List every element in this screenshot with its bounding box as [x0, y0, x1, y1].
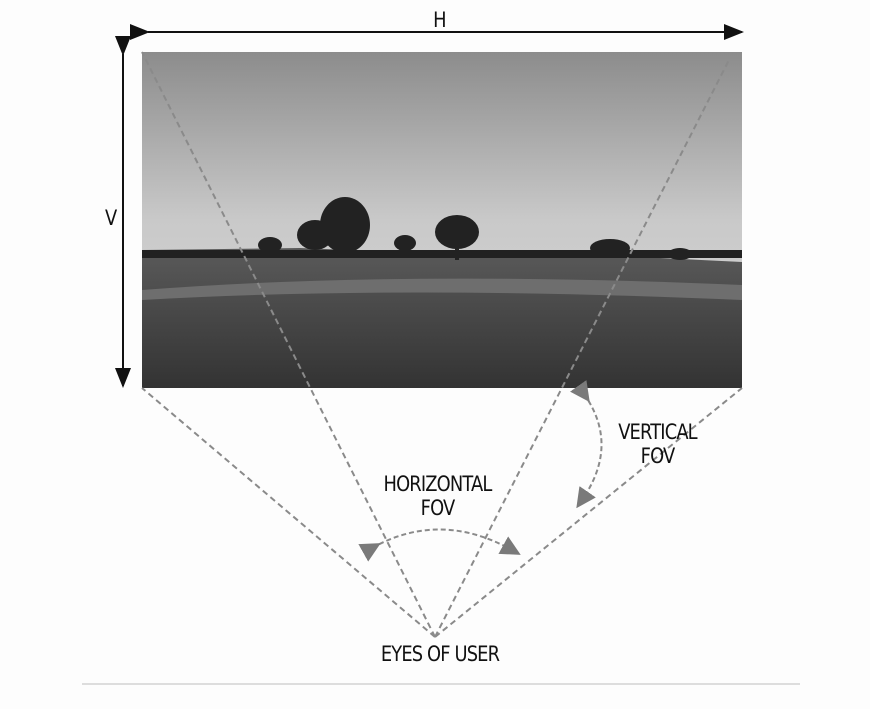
vertical-fov-line1: VERTICAL [618, 420, 697, 444]
dimension-arrows [115, 24, 744, 388]
trees [142, 197, 742, 260]
landscape-photo [142, 52, 742, 388]
horizontal-fov-label: HORIZONTAL FOV [367, 472, 507, 520]
vertical-fov-line2: FOV [640, 444, 676, 468]
fov-dashed-lines [141, 51, 743, 638]
vertical-fov-label: VERTICAL FOV [609, 420, 707, 468]
horizontal-fov-line1: HORIZONTAL [383, 472, 493, 496]
horizontal-fov-line2: FOV [420, 496, 456, 520]
v-label: V [105, 206, 117, 230]
fov-arcs [358, 380, 603, 562]
eyes-of-user-label: EYES OF USER [380, 642, 500, 666]
h-label: H [433, 8, 446, 32]
